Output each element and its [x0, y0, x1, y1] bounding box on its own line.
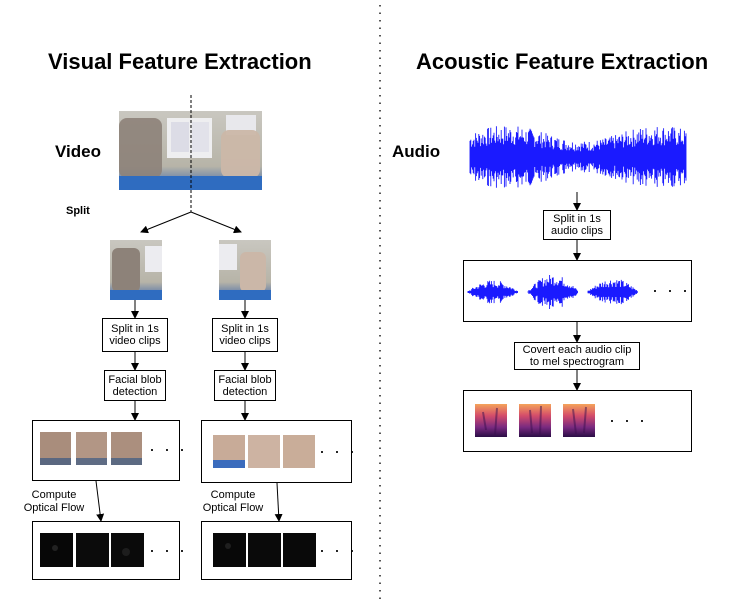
- visual-title: Visual Feature Extraction: [48, 49, 312, 74]
- ellipsis-flow-left: · · ·: [149, 540, 187, 560]
- right-half-frame-image: [219, 240, 271, 300]
- ellipsis-faces-right: · · ·: [319, 441, 357, 461]
- optical-flow-box-right: [201, 521, 352, 580]
- split-label: Split: [66, 205, 90, 217]
- left-half-frame-image: [110, 240, 162, 300]
- audio-waveform-image: [469, 126, 687, 188]
- mel-images-box: [463, 390, 692, 452]
- optical-flow-frames-right: [213, 533, 316, 567]
- optical-flow-frames-left: [40, 533, 144, 567]
- face-crops-left: [40, 432, 142, 465]
- optical-flow-box-left: [32, 521, 180, 580]
- audio-clip-waveforms: [467, 275, 638, 309]
- ellipsis-faces-left: · · ·: [149, 439, 187, 459]
- face-crops-box-right: [201, 420, 352, 483]
- audio-label: Audio: [392, 142, 441, 161]
- mel-spectrogram-images: [475, 404, 595, 437]
- ellipsis-mel: · · ·: [609, 410, 647, 430]
- ellipsis-audio-clips: · · ·: [652, 280, 690, 300]
- video-label: Video: [55, 142, 101, 161]
- split-arrow-left: [140, 211, 192, 234]
- audio-clips-box: [463, 260, 692, 322]
- acoustic-title: Acoustic Feature Extraction: [416, 49, 709, 74]
- face-crops-right: [213, 435, 315, 468]
- split-arrow-right: [190, 211, 242, 234]
- face-crops-box-left: [32, 420, 180, 481]
- ellipsis-flow-right: · · ·: [319, 540, 357, 560]
